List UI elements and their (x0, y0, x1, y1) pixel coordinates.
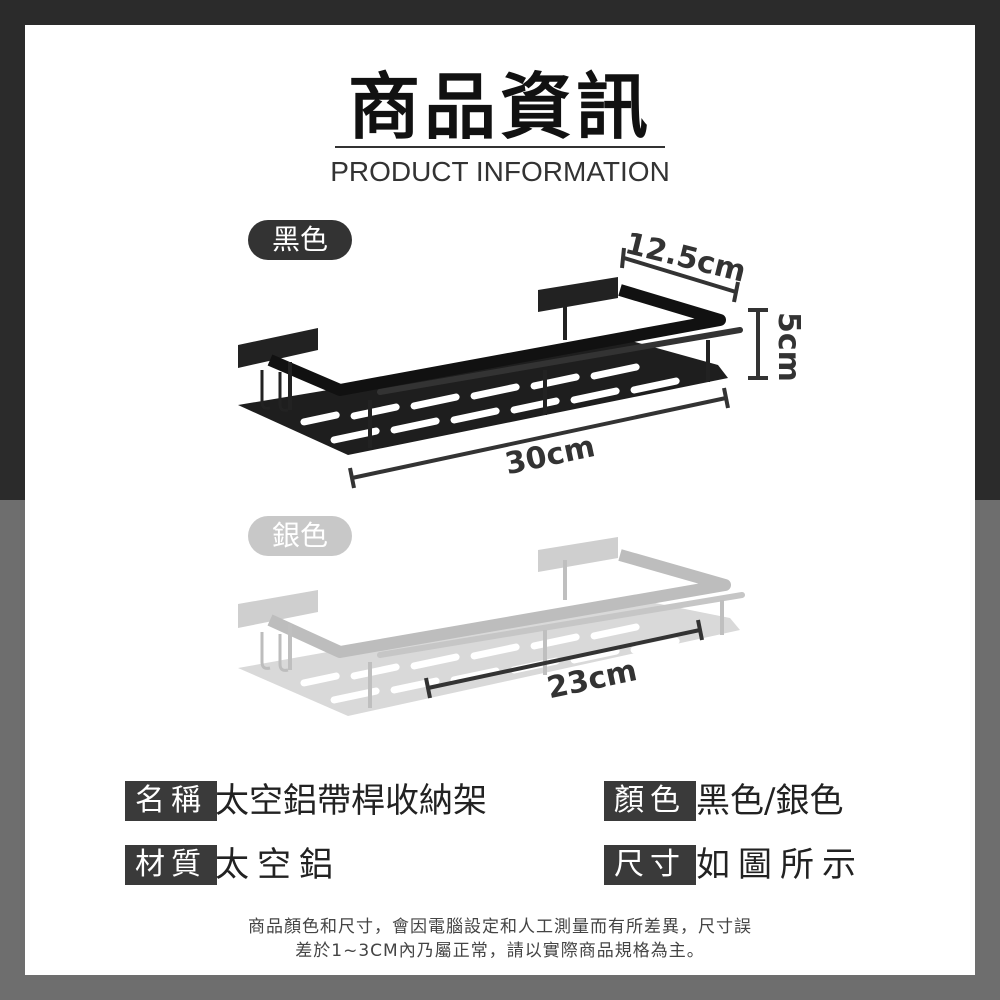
spec-label-material: 材質 (125, 845, 217, 885)
title-divider (335, 146, 665, 148)
black-shelf-right-plate (538, 277, 618, 312)
variant-badge-silver: 銀色 (248, 516, 352, 556)
spec-value-size: 如圖所示 (696, 845, 864, 885)
spec-value-color: 黑色/銀色 (696, 781, 844, 821)
silver-shelf-posts (288, 560, 724, 708)
disclaimer-line-1: 商品顏色和尺寸，會因電腦設定和人工測量而有所差異，尺寸誤 (248, 917, 752, 937)
silver-shelf-base (238, 598, 740, 716)
spec-label-color: 顏色 (604, 781, 696, 821)
page-subtitle: PRODUCT INFORMATION (330, 156, 670, 187)
black-shelf-frame (267, 284, 726, 396)
spec-value-material: 太空鋁 (215, 845, 341, 885)
black-shelf-posts (288, 300, 710, 448)
dimension-lines-silver (424, 619, 704, 699)
silver-shelf-rail (377, 592, 745, 658)
silver-shelf-hook (260, 632, 271, 670)
silver-shelf-left-plate (238, 590, 318, 628)
silver-shelf-right-plate (538, 537, 618, 572)
black-shelf-rail (377, 327, 743, 395)
spec-value-name: 太空鋁帶桿收納架 (215, 781, 487, 821)
silver-shelf-frame (267, 549, 731, 658)
black-shelf-hook (260, 370, 271, 410)
disclaimer-line-2: 差於1~3CM內乃屬正常，請以實際商品規格為主。 (295, 941, 705, 961)
black-shelf-left-plate (238, 328, 318, 368)
page-title: 商品資訊 (347, 65, 652, 149)
black-shelf-slots (300, 363, 680, 444)
dimension-lines-black (348, 247, 768, 489)
spec-label-size: 尺寸 (604, 845, 696, 885)
variant-badge-black: 黑色 (248, 220, 352, 260)
spec-label-name: 名稱 (125, 781, 217, 821)
